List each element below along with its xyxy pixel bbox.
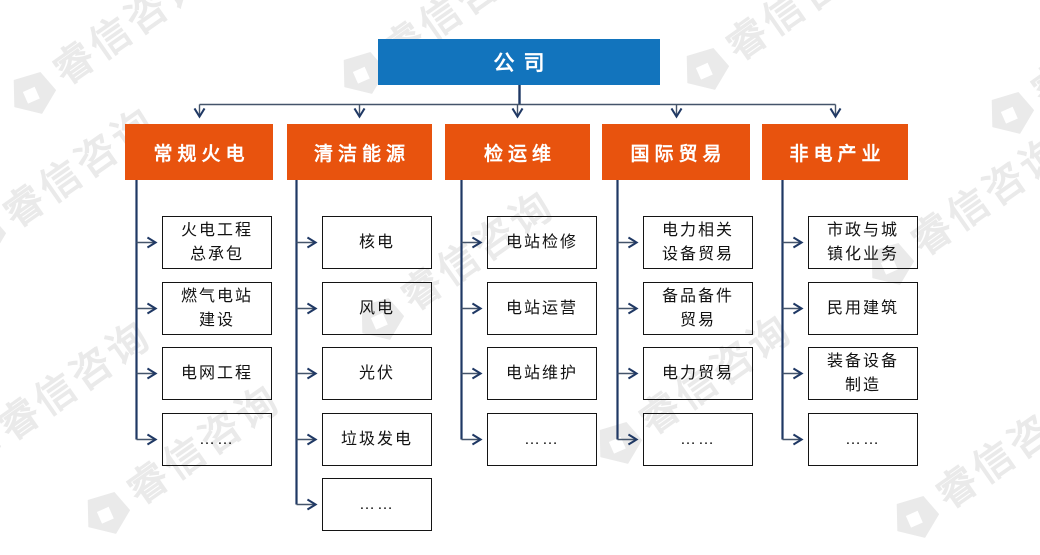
org-node: 核电 [322, 216, 432, 269]
watermark: 睿信咨询 [349, 183, 563, 351]
org-node: 备品备件 贸易 [643, 282, 753, 335]
org-node: 电站运营 [487, 282, 597, 335]
ruixin-logo-icon [991, 92, 1035, 134]
org-node: …… [487, 413, 597, 466]
watermark-text: 睿信咨询 [1023, 0, 1040, 114]
branch-header-clean-energy: 清洁能源 [287, 124, 432, 180]
org-node: 光伏 [322, 347, 432, 400]
watermark-text: 睿信咨询 [718, 0, 889, 70]
org-node: 风电 [322, 282, 432, 335]
watermark: 睿信咨询 [884, 381, 1040, 549]
ruixin-logo-icon [896, 496, 940, 538]
watermark-text: 睿信咨询 [45, 0, 216, 94]
watermark: 睿信咨询 [0, 313, 160, 481]
org-node: 电站维护 [487, 347, 597, 400]
org-node: …… [643, 413, 753, 466]
branch-header-conventional-thermal-power: 常规火电 [125, 124, 273, 180]
watermark: 睿信咨询 [75, 377, 289, 545]
ruixin-logo-icon [686, 48, 730, 90]
org-node: …… [162, 413, 272, 466]
ruixin-logo-icon [13, 72, 57, 114]
org-node: 电力贸易 [643, 347, 753, 400]
org-node: …… [322, 478, 432, 531]
org-node: 火电工程 总承包 [162, 216, 272, 269]
watermark-text: 睿信咨询 [928, 380, 1040, 518]
watermark: 睿信咨询 [587, 307, 801, 475]
watermark: 睿信咨询 [859, 128, 1040, 296]
watermark: 睿信咨询 [674, 0, 888, 101]
org-node: 电网工程 [162, 347, 272, 400]
branch-header-international-trade: 国际贸易 [602, 124, 750, 180]
ruixin-logo-icon [87, 492, 131, 534]
watermark-text: 睿信咨询 [0, 312, 161, 450]
watermark: 睿信咨询 [979, 0, 1040, 145]
branch-header-inspection-om: 检运维 [445, 124, 590, 180]
org-node: 装备设备 制造 [808, 347, 918, 400]
org-node: 市政与城 镇化业务 [808, 216, 918, 269]
root-node-company: 公司 [378, 39, 660, 85]
org-node: 电力相关 设备贸易 [643, 216, 753, 269]
watermark-text: 睿信咨询 [903, 127, 1040, 265]
org-node: 垃圾发电 [322, 413, 432, 466]
watermark: 睿信咨询 [1, 0, 215, 125]
branch-header-non-power-industry: 非电产业 [762, 124, 908, 180]
org-node: 燃气电站 建设 [162, 282, 272, 335]
org-node: 民用建筑 [808, 282, 918, 335]
ruixin-logo-icon [871, 243, 915, 285]
org-node: 电站检修 [487, 216, 597, 269]
ruixin-logo-icon [599, 422, 643, 464]
watermark: 睿信咨询 [331, 0, 545, 105]
ruixin-logo-icon [361, 298, 405, 340]
org-node: …… [808, 413, 918, 466]
ruixin-logo-icon [343, 52, 387, 94]
